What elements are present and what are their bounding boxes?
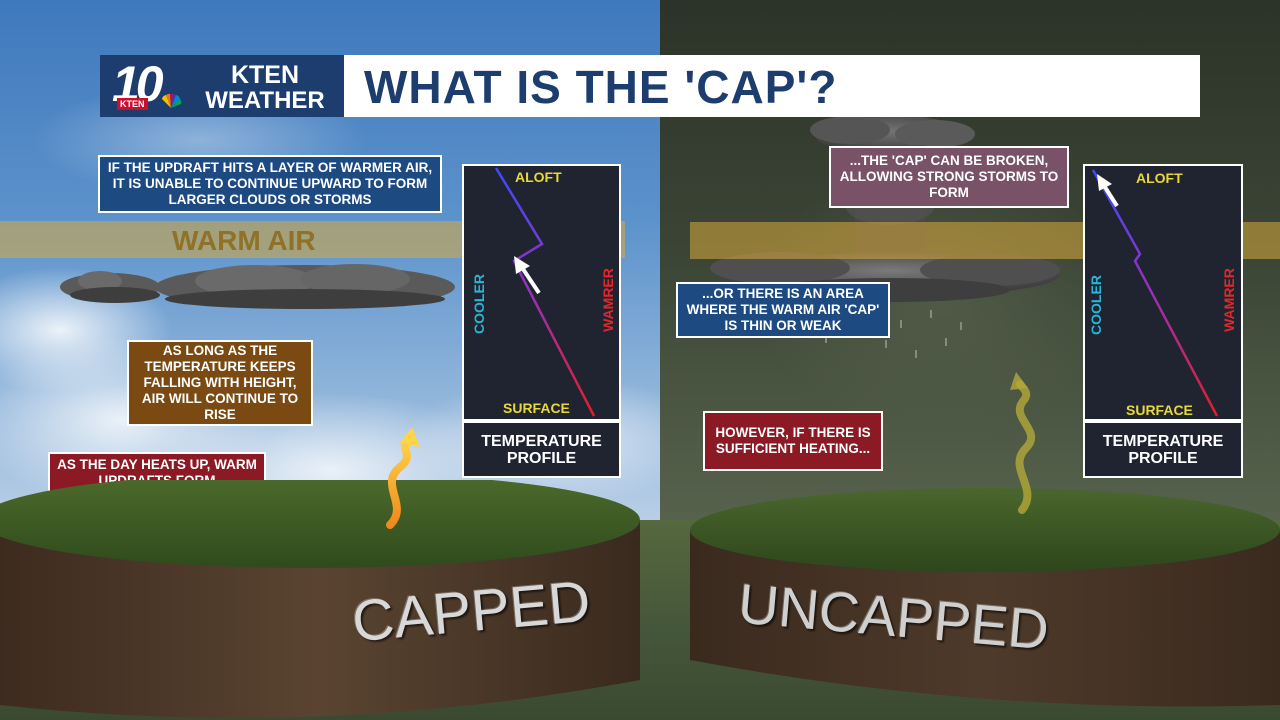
flat-cloud-icon	[60, 264, 455, 309]
info-box-area-thin: ...OR THERE IS AN AREA WHERE THE WARM AI…	[676, 282, 890, 338]
profile-surface-label-left: SURFACE	[503, 400, 570, 416]
profile-cooler-label-left: COOLER	[471, 274, 487, 334]
profile-surface-label-right: SURFACE	[1126, 402, 1193, 418]
logo-station-name: KTEN	[230, 61, 300, 89]
logo-small-label: KTEN	[117, 98, 148, 110]
profile-aloft-label-right: ALOFT	[1136, 170, 1183, 186]
updraft-arrow-strong-icon	[1010, 372, 1036, 514]
profile-warmer-label-right: WAMRER	[1221, 268, 1237, 332]
arrow-icon	[514, 256, 541, 295]
info-box-cap-broken: ...THE 'CAP' CAN BE BROKEN, ALLOWING STR…	[829, 146, 1069, 208]
profile-cooler-label-right: COOLER	[1088, 275, 1104, 335]
arrow-icon	[1097, 174, 1119, 208]
info-box-temperature-falling: AS LONG AS THE TEMPERATURE KEEPS FALLING…	[127, 340, 313, 426]
title-bar	[344, 55, 1200, 117]
logo-weather-label: WEATHER	[205, 87, 325, 114]
profile-aloft-label-left: ALOFT	[515, 169, 562, 185]
profile-footer-left: TEMPERATURE PROFILE	[462, 421, 621, 478]
temperature-line-left	[494, 167, 596, 417]
platform-uncapped	[690, 488, 1280, 707]
profile-warmer-label-left: WAMRER	[600, 268, 616, 332]
temperature-line-right	[1091, 169, 1219, 417]
updraft-arrow-icon	[386, 427, 420, 529]
peacock-icon	[162, 93, 182, 108]
info-box-however: HOWEVER, IF THERE IS SUFFICIENT HEATING.…	[703, 411, 883, 471]
warm-air-label: WARM AIR	[172, 225, 316, 256]
platform-capped	[0, 480, 640, 718]
temperature-profile-left	[462, 164, 621, 421]
profile-footer-right: TEMPERATURE PROFILE	[1083, 421, 1243, 478]
info-box-updraft-hits: IF THE UPDRAFT HITS A LAYER OF WARMER AI…	[98, 155, 442, 213]
page-title: WHAT IS THE 'CAP'?	[364, 61, 838, 113]
temperature-profile-right	[1083, 164, 1243, 421]
